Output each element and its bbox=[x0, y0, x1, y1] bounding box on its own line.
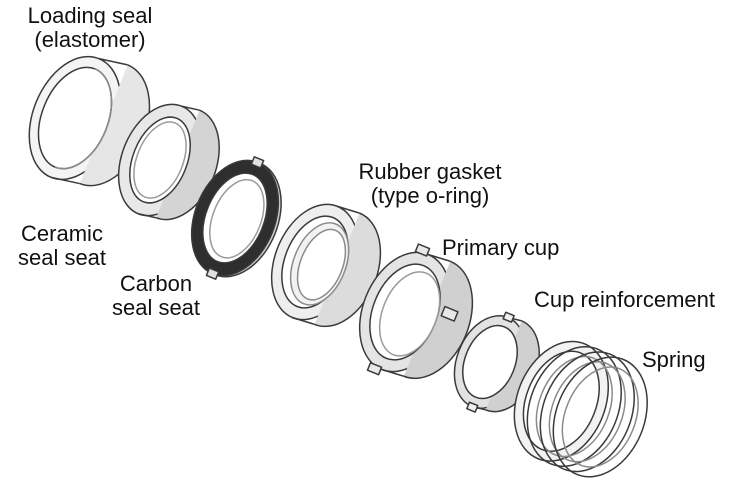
label-loading-seal-line-2: (elastomer) bbox=[34, 27, 146, 52]
label-rubber-line-2: (type o-ring) bbox=[370, 183, 490, 208]
carbon-seal-seat-ring bbox=[190, 156, 282, 280]
label-carbon-seal-seat: Carbon seal seat bbox=[98, 272, 214, 320]
label-rubber-gasket: Rubber gasket (type o-ring) bbox=[332, 160, 528, 208]
label-ceramic-seal-seat: Ceramic seal seat bbox=[4, 222, 120, 270]
cup-reinforcement-ring bbox=[453, 311, 540, 413]
label-cup-reinforcement-text: Cup reinforcement bbox=[534, 287, 715, 312]
label-carbon-line-2: seal seat bbox=[111, 295, 201, 320]
label-rubber-line-1: Rubber gasket bbox=[358, 159, 502, 184]
label-primary-cup: Primary cup bbox=[442, 236, 559, 260]
label-loading-seal: Loading seal (elastomer) bbox=[6, 4, 174, 52]
label-spring-text: Spring bbox=[642, 347, 706, 372]
rubber-gasket-ring bbox=[270, 203, 382, 328]
label-spring: Spring bbox=[642, 348, 706, 372]
label-ceramic-line-1: Ceramic bbox=[21, 221, 103, 246]
label-primary-cup-text: Primary cup bbox=[442, 235, 560, 260]
label-cup-reinforcement: Cup reinforcement bbox=[534, 288, 715, 312]
label-carbon-line-1: Carbon bbox=[119, 271, 193, 296]
spring-coil bbox=[513, 340, 648, 478]
label-loading-seal-line-1: Loading seal bbox=[27, 3, 153, 28]
primary-cup-ring bbox=[358, 243, 474, 380]
label-ceramic-line-2: seal seat bbox=[17, 245, 107, 270]
